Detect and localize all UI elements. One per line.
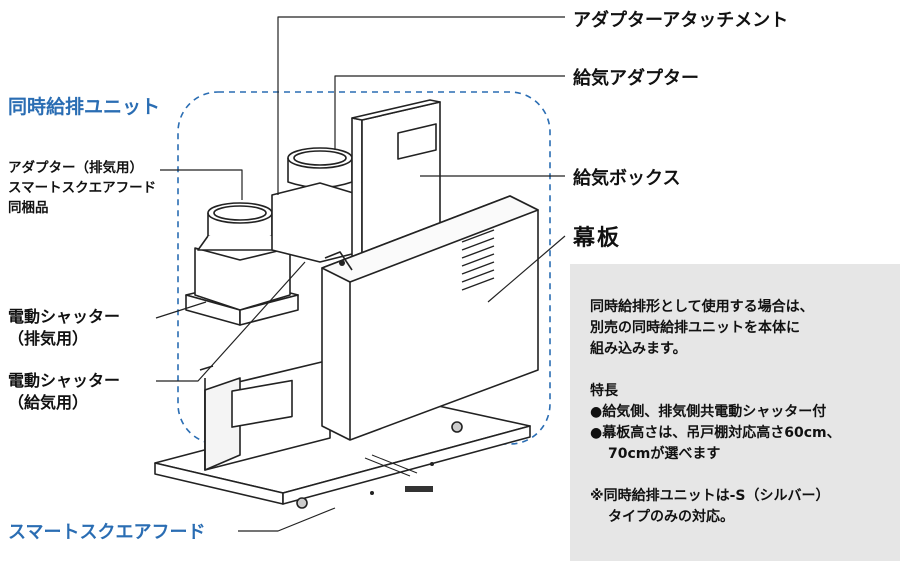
label-exhaust-adapter-line: スマートスクエアフード xyxy=(8,180,157,196)
note-intro-line: 同時給排形として使用する場合は、 xyxy=(590,299,814,315)
label-hood: スマートスクエアフード xyxy=(8,522,206,543)
label-supply-box: 給気ボックス xyxy=(573,168,681,189)
label-adapter-attachment: アダプターアタッチメント xyxy=(573,10,789,31)
label-shutter-exhaust-line: （排気用） xyxy=(8,329,89,348)
note-feature-item: ●幕板高さは、吊戸棚対応高さ60cm、 xyxy=(590,425,841,441)
adapter-attachment xyxy=(271,182,361,263)
label-shutter-exhaust-line: 電動シャッター xyxy=(8,307,121,326)
supply-box-front xyxy=(351,117,363,259)
hood-base-side xyxy=(282,425,531,505)
label-shutter-supply: 電動シャッター （給気用） xyxy=(8,370,120,414)
note-footnote-line: ※同時給排ユニットは-S（シルバー） xyxy=(590,488,830,504)
note-content: 同時給排形として使用する場合は、 別売の同時給排ユニットを本体に 組み込みます。… xyxy=(590,297,894,528)
note-features-title: 特長 xyxy=(590,383,618,399)
label-exhaust-adapter: アダプター（排気用） スマートスクエアフード 同梱品 xyxy=(8,158,156,218)
note-feature-item: ●給気側、排気側共電動シャッター付 xyxy=(590,404,827,420)
curtain-board-louvres xyxy=(461,229,495,291)
note-spacer xyxy=(590,360,894,381)
leader-hood xyxy=(238,507,336,532)
leader-curtain-board xyxy=(487,235,566,303)
note-feature-item: 70cmが選べます xyxy=(608,446,721,462)
label-curtain-board: 幕板 xyxy=(573,226,622,251)
label-shutter-supply-line: （給気用） xyxy=(8,393,89,412)
note-intro-line: 別売の同時給排ユニットを本体に xyxy=(590,320,800,336)
leader-exhaust-adapter xyxy=(160,169,243,200)
leader-shutter-supply xyxy=(156,261,306,382)
label-shutter-exhaust: 電動シャッター （排気用） xyxy=(8,306,120,350)
leader-supply-adapter xyxy=(334,75,565,150)
label-simultaneous-unit: 同時給排ユニット xyxy=(8,96,161,118)
note-box: 同時給排形として使用する場合は、 別売の同時給排ユニットを本体に 組み込みます。… xyxy=(570,264,900,561)
unit-dashed-outline xyxy=(177,91,551,445)
exhaust-adapter-body xyxy=(194,247,291,311)
leader-shutter-exhaust xyxy=(155,301,207,319)
note-footnote-line: タイプのみの対応。 xyxy=(608,509,734,525)
note-intro-line: 組み込みます。 xyxy=(590,341,687,357)
note-spacer xyxy=(590,465,894,486)
electric-shutter-supply xyxy=(231,379,293,428)
hood-vent-slot xyxy=(405,486,433,492)
label-supply-adapter: 給気アダプター xyxy=(573,68,699,89)
leader-adapter-attachment xyxy=(277,16,565,195)
label-exhaust-adapter-line: アダプター（排気用） xyxy=(8,160,143,176)
label-shutter-supply-line: 電動シャッター xyxy=(8,371,121,390)
leader-lines xyxy=(155,16,566,532)
label-exhaust-adapter-line: 同梱品 xyxy=(8,200,49,216)
